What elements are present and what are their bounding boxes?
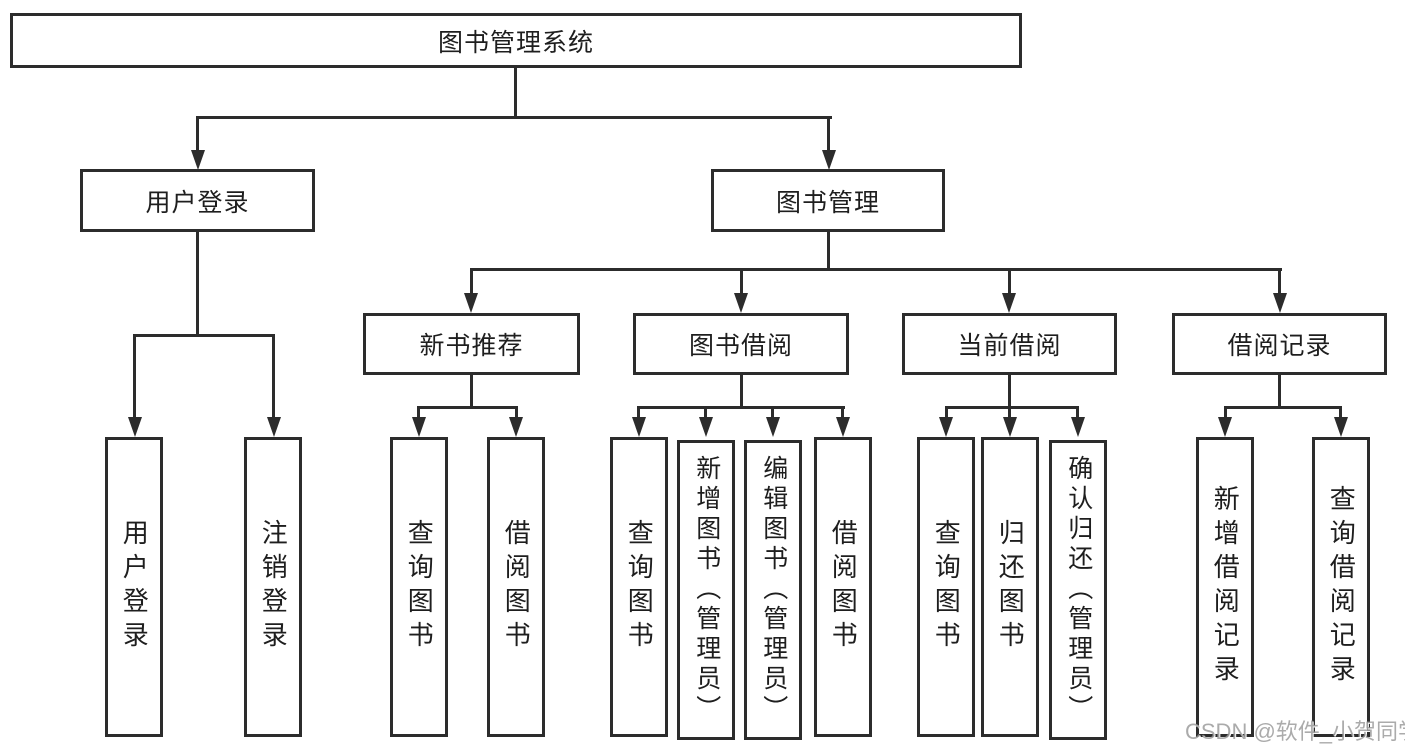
connector-vline-book-borrowing-down xyxy=(740,375,743,409)
leaf-borrow-books-borrowing: 借阅图书 xyxy=(814,437,872,737)
leaf-borrow-books-recommend-label: 借阅图书 xyxy=(501,519,532,655)
connector-vline-to-current-borrowing xyxy=(1008,268,1011,296)
connector-vline-to-add-book xyxy=(704,406,707,420)
arrow-down-borrowing-records xyxy=(1273,293,1287,313)
connector-vline-to-borrow-books-1 xyxy=(515,406,518,420)
node-book-management-label: 图书管理 xyxy=(775,188,880,217)
connector-vline-root xyxy=(514,68,517,119)
leaf-return-book-label: 归还图书 xyxy=(995,519,1026,655)
connector-vline-to-add-record xyxy=(1224,406,1227,420)
connector-vline-to-edit-book xyxy=(771,406,774,420)
connector-vline-to-book-borrowing xyxy=(740,268,743,296)
connector-vline-to-confirm-return xyxy=(1076,406,1079,420)
leaf-edit-book-admin-label: 编辑图书（管理员） xyxy=(759,455,788,725)
connector-vline-to-return-book xyxy=(1008,406,1011,420)
connector-vline-to-query-record xyxy=(1339,406,1342,420)
leaf-add-borrow-record-label: 新增借阅记录 xyxy=(1210,485,1241,689)
node-borrowing-records-label: 借阅记录 xyxy=(1227,332,1332,360)
connector-vline-new-book-down xyxy=(470,375,473,409)
connector-vline-user-login-down xyxy=(196,232,199,337)
leaf-borrow-books-recommend: 借阅图书 xyxy=(487,437,545,737)
connector-vline-to-new-book xyxy=(470,268,473,296)
leaf-query-borrow-record-label: 查询借阅记录 xyxy=(1326,485,1357,689)
leaf-query-books-borrowing: 查询图书 xyxy=(610,437,668,737)
leaf-borrow-books-borrowing-label: 借阅图书 xyxy=(828,519,859,655)
connector-hline-user-login-group xyxy=(133,334,275,337)
connector-vline-book-management-down xyxy=(827,232,830,271)
leaf-query-books-current-label: 查询图书 xyxy=(931,519,962,655)
node-current-borrowing-label: 当前借阅 xyxy=(957,332,1062,360)
leaf-query-books-recommend-label: 查询图书 xyxy=(404,519,435,655)
connector-hline-book-borrowing-group xyxy=(637,406,845,409)
node-book-borrowing-label: 图书借阅 xyxy=(688,332,793,360)
connector-vline-borrowing-records-down xyxy=(1278,375,1281,409)
arrow-down-query-books-2 xyxy=(632,417,646,437)
arrow-down-user-login xyxy=(191,150,205,170)
connector-vline-to-leaf-user-login xyxy=(133,334,136,419)
node-user-login-label: 用户登录 xyxy=(145,188,250,217)
leaf-query-books-borrowing-label: 查询图书 xyxy=(624,519,655,655)
leaf-confirm-return-admin-label: 确认归还（管理员） xyxy=(1064,455,1093,725)
arrow-down-new-book xyxy=(464,293,478,313)
node-new-book-recommendation-label: 新书推荐 xyxy=(419,332,524,360)
arrow-down-edit-book xyxy=(766,417,780,437)
connector-vline-to-query-books-1 xyxy=(417,406,420,420)
leaf-user-login-label: 用户登录 xyxy=(119,519,150,655)
connector-vline-to-borrow-books-2 xyxy=(841,406,844,420)
node-book-management: 图书管理 xyxy=(711,169,945,232)
arrow-down-borrow-books-2 xyxy=(836,417,850,437)
leaf-add-book-admin: 新增图书（管理员） xyxy=(677,440,735,740)
node-borrowing-records: 借阅记录 xyxy=(1172,313,1387,375)
connector-hline-level3 xyxy=(470,268,1282,271)
leaf-add-borrow-record: 新增借阅记录 xyxy=(1196,437,1254,737)
connector-vline-to-borrowing-records xyxy=(1278,268,1281,296)
connector-vline-to-leaf-logout xyxy=(272,334,275,419)
node-root-library-system: 图书管理系统 xyxy=(10,13,1022,68)
leaf-user-login: 用户登录 xyxy=(105,437,163,737)
arrow-down-query-books-1 xyxy=(412,417,426,437)
connector-vline-to-book-management xyxy=(827,116,830,153)
leaf-query-books-current: 查询图书 xyxy=(917,437,975,737)
arrow-down-return-book xyxy=(1003,417,1017,437)
node-book-borrowing: 图书借阅 xyxy=(633,313,849,375)
arrow-down-leaf-logout xyxy=(267,417,281,437)
csdn-watermark: CSDN @软件_小贺同学 xyxy=(1185,719,1405,744)
arrow-down-confirm-return xyxy=(1071,417,1085,437)
leaf-logout: 注销登录 xyxy=(244,437,302,737)
connector-hline-current-borrowing-group xyxy=(945,406,1079,409)
connector-vline-to-query-books-3 xyxy=(945,406,948,420)
arrow-down-borrow-books-1 xyxy=(509,417,523,437)
leaf-query-borrow-record: 查询借阅记录 xyxy=(1312,437,1370,737)
leaf-query-books-recommend: 查询图书 xyxy=(390,437,448,737)
arrow-down-book-management xyxy=(822,150,836,170)
arrow-down-add-record xyxy=(1218,417,1232,437)
leaf-add-book-admin-label: 新增图书（管理员） xyxy=(692,455,721,725)
node-new-book-recommendation: 新书推荐 xyxy=(363,313,580,375)
node-current-borrowing: 当前借阅 xyxy=(902,313,1117,375)
arrow-down-add-book xyxy=(699,417,713,437)
arrow-down-leaf-user-login xyxy=(128,417,142,437)
connector-vline-to-query-books-2 xyxy=(637,406,640,420)
arrow-down-query-record xyxy=(1334,417,1348,437)
leaf-edit-book-admin: 编辑图书（管理员） xyxy=(744,440,802,740)
connector-hline-borrowing-records-group xyxy=(1224,406,1342,409)
leaf-logout-label: 注销登录 xyxy=(258,519,289,655)
arrow-down-book-borrowing xyxy=(734,293,748,313)
node-root-label: 图书管理系统 xyxy=(437,28,594,57)
leaf-confirm-return-admin: 确认归还（管理员） xyxy=(1049,440,1107,740)
leaf-return-book: 归还图书 xyxy=(981,437,1039,737)
arrow-down-current-borrowing xyxy=(1002,293,1016,313)
connector-hline-new-book-group xyxy=(418,406,518,409)
connector-vline-current-borrowing-down xyxy=(1008,375,1011,409)
connector-hline-level2 xyxy=(196,116,832,119)
arrow-down-query-books-3 xyxy=(939,417,953,437)
node-user-login: 用户登录 xyxy=(80,169,315,232)
connector-vline-to-user-login xyxy=(196,116,199,153)
